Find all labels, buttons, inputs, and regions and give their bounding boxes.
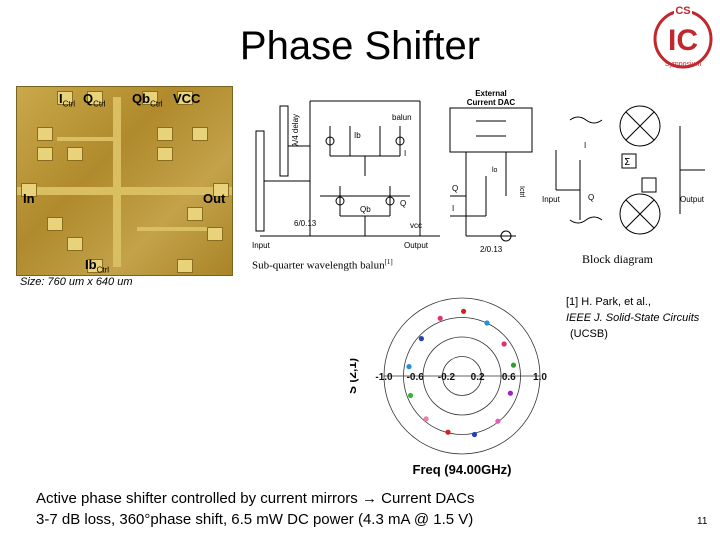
data-point-5 bbox=[507, 390, 513, 396]
summary-line-1: Active phase shifter controlled by curre… bbox=[36, 490, 475, 507]
block-diagram-caption: Block diagram bbox=[582, 252, 653, 266]
data-point-13 bbox=[437, 315, 443, 321]
dac-label-q: Q bbox=[452, 184, 458, 193]
data-point-1 bbox=[461, 308, 467, 314]
reference-line-2: IEEE J. Solid-State Circuits bbox=[566, 312, 700, 324]
balun-label-i: I bbox=[404, 149, 406, 158]
summary-text: Active phase shifter controlled by curre… bbox=[36, 488, 475, 530]
logo-text-cs: CS bbox=[675, 5, 690, 17]
x-tick-label: 0.2 bbox=[471, 372, 485, 383]
data-point-8 bbox=[445, 429, 451, 435]
balun-label-vcc: vcc bbox=[410, 221, 422, 230]
x-tick-labels: -1.0 -0.6 -0.2 0.2 0.6 1.0 bbox=[375, 372, 547, 383]
data-point-11 bbox=[406, 364, 412, 370]
data-point-7 bbox=[471, 431, 478, 438]
data-points bbox=[406, 308, 517, 438]
x-axis-label: Freq (94.00GHz) bbox=[413, 462, 512, 477]
balun-label-qb: Qb bbox=[360, 205, 371, 214]
balun-label-q: Q bbox=[400, 199, 406, 208]
block-label-q: Q bbox=[588, 193, 594, 202]
data-point-2 bbox=[484, 320, 490, 326]
reference-line-3: (UCSB) bbox=[570, 328, 608, 340]
block-label-output: Output bbox=[680, 195, 705, 204]
dac-label-lo: lo bbox=[492, 167, 498, 174]
dac-label-external: External bbox=[475, 89, 507, 98]
block-label-sum: Σ bbox=[624, 157, 630, 168]
data-point-10 bbox=[407, 392, 414, 399]
block-label-i: I bbox=[584, 141, 586, 150]
data-point-4 bbox=[510, 362, 517, 368]
balun-schematic: λ/4 delay balun Ib I Q Qb 6/0.13 Input O… bbox=[252, 100, 440, 250]
data-point-9 bbox=[423, 416, 429, 422]
die-label-vcc: VCC bbox=[173, 91, 201, 106]
balun-label-output: Output bbox=[404, 241, 429, 250]
s21-polar-plot: -1.0 -0.6 -0.2 0.2 0.6 1.0 S (2,1) Freq (94.0… bbox=[350, 297, 547, 477]
die-label-qb-ctrl: QbCtrl bbox=[132, 91, 163, 109]
balun-label-size: 6/0.13 bbox=[294, 219, 317, 228]
data-point-6 bbox=[495, 418, 501, 424]
data-point-12 bbox=[418, 336, 424, 342]
die-label-out: Out bbox=[203, 191, 226, 206]
x-tick-label: -1.0 bbox=[375, 372, 393, 383]
page-title: Phase Shifter bbox=[239, 24, 481, 68]
balun-label-delay: λ/4 delay bbox=[291, 114, 300, 146]
balun-caption: Sub-quarter wavelength balun[1] bbox=[252, 258, 393, 272]
die-label-i-ctrl: ICtrl bbox=[59, 91, 76, 109]
logo-text-symposium: Symposium bbox=[665, 61, 702, 68]
logo-text-ic: IC bbox=[668, 24, 698, 57]
die-label-q-ctrl: QCtrl bbox=[83, 91, 106, 109]
page-number: 11 bbox=[697, 516, 708, 527]
balun-label-ib: Ib bbox=[354, 131, 361, 140]
x-tick-label: 1.0 bbox=[533, 372, 547, 383]
balun-label-input: Input bbox=[252, 241, 271, 250]
current-dac-schematic: External Current DAC I Q 2/0.13 lo Ictrl bbox=[449, 89, 533, 254]
reference-line-1: [1] H. Park, et al., bbox=[566, 296, 651, 308]
dac-label-size: 2/0.13 bbox=[480, 245, 503, 254]
data-point-3 bbox=[501, 341, 507, 347]
die-photo: ICtrl QCtrl QbCtrl VCC In Out IbCtrl bbox=[16, 86, 233, 276]
die-label-in: In bbox=[23, 191, 35, 206]
die-label-ib-ctrl: IbCtrl bbox=[85, 257, 110, 275]
y-axis-label: S (2,1) bbox=[350, 358, 359, 394]
reference-note: [1] H. Park, et al., IEEE J. Solid-State… bbox=[566, 294, 699, 342]
x-tick-label: 0.6 bbox=[502, 372, 516, 383]
summary-line-2: 3-7 dB loss, 360°phase shift, 6.5 mW DC … bbox=[36, 511, 474, 528]
dac-label-ictrl: Ictrl bbox=[518, 186, 525, 198]
dac-label-i: I bbox=[452, 204, 454, 213]
block-diagram: I Q Σ Input Output bbox=[542, 105, 705, 235]
x-tick-label: -0.2 bbox=[438, 372, 456, 383]
die-size-caption: Size: 760 um x 640 um bbox=[20, 276, 133, 288]
block-label-input: Input bbox=[542, 195, 561, 204]
csic-logo: CS IC Symposium bbox=[653, 4, 713, 69]
balun-label-balun: balun bbox=[392, 113, 412, 122]
x-tick-label: -0.6 bbox=[407, 372, 425, 383]
dac-label-current-dac: Current DAC bbox=[467, 98, 516, 107]
polar-grid bbox=[383, 297, 541, 455]
